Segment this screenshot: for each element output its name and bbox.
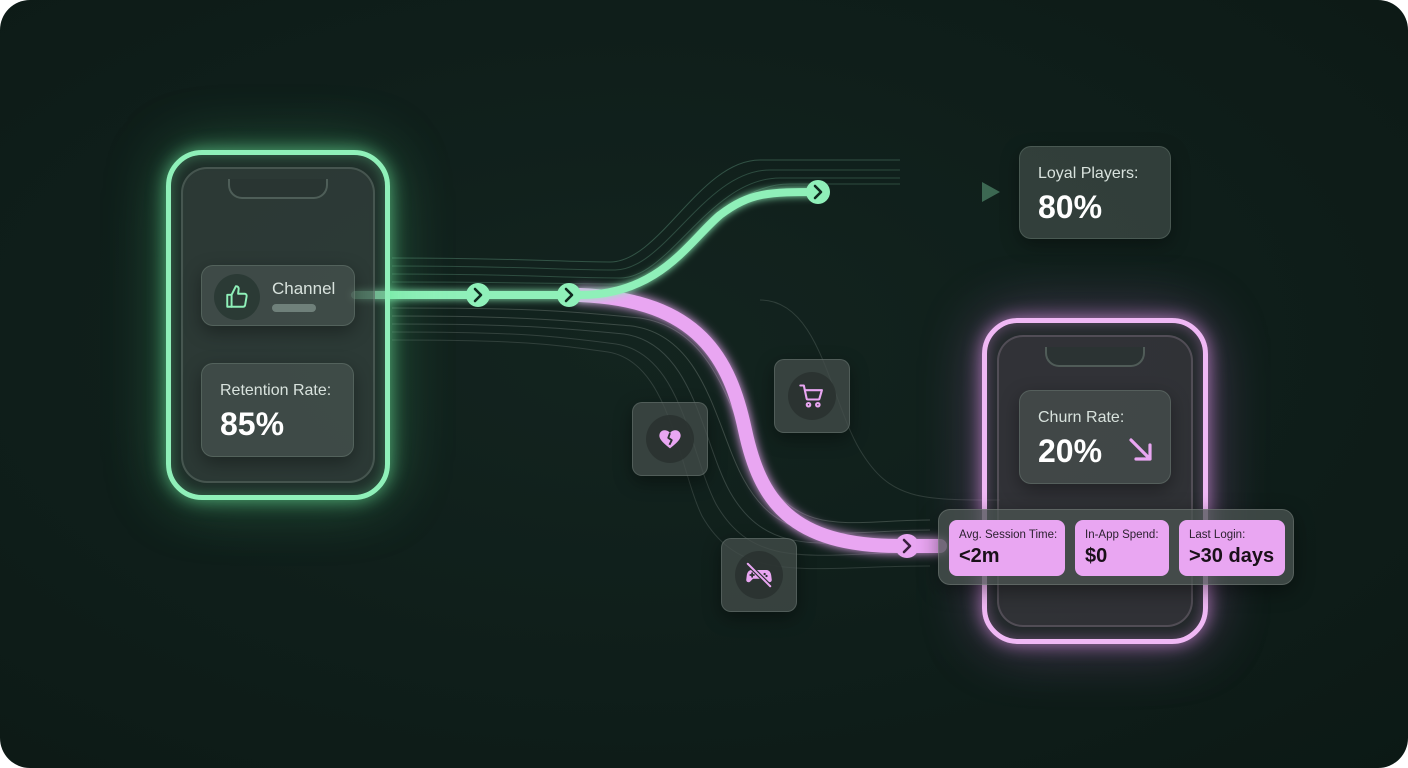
loyal-arrowhead bbox=[982, 182, 1000, 202]
shopping-cart-icon bbox=[788, 372, 836, 420]
chevron-node-1 bbox=[466, 283, 490, 307]
chevron-node-4 bbox=[895, 534, 919, 558]
broken-heart-tile bbox=[632, 402, 708, 476]
channel-label: Channel bbox=[272, 279, 336, 298]
chevron-node-3 bbox=[806, 180, 830, 204]
broken-heart-icon bbox=[646, 415, 694, 463]
churn-rate-label: Churn Rate: bbox=[1038, 409, 1125, 426]
loyal-flow-path bbox=[351, 188, 822, 299]
retention-rate-value: 85% bbox=[220, 406, 285, 442]
thumbs-up-icon bbox=[214, 274, 260, 320]
metric-value: >30 days bbox=[1189, 545, 1275, 567]
thin-flow-lines bbox=[391, 159, 1001, 570]
channel-card: Channel bbox=[201, 265, 355, 326]
retention-rate-label: Retention Rate: bbox=[220, 382, 332, 399]
metric-label: Last Login: bbox=[1189, 529, 1246, 541]
no-gamepad-tile bbox=[721, 538, 797, 612]
phone-notch bbox=[1045, 347, 1145, 367]
churn-metrics-panel: Avg. Session Time: <2m In-App Spend: $0 … bbox=[938, 509, 1294, 585]
churn-flow-path bbox=[573, 288, 947, 553]
metric-last-login: Last Login: >30 days bbox=[1179, 520, 1285, 576]
metric-value: <2m bbox=[959, 545, 1000, 567]
metric-label: In-App Spend: bbox=[1085, 529, 1159, 541]
loyal-players-label: Loyal Players: bbox=[1038, 165, 1139, 182]
no-gamepad-icon bbox=[735, 551, 783, 599]
retention-rate-card: Retention Rate: 85% bbox=[201, 363, 354, 457]
arrow-down-right-icon bbox=[1129, 438, 1152, 461]
channel-placeholder-bar bbox=[272, 304, 316, 312]
metric-label: Avg. Session Time: bbox=[959, 529, 1058, 541]
metric-value: $0 bbox=[1085, 545, 1108, 567]
churn-rate-value: 20% bbox=[1038, 433, 1103, 469]
loyal-players-card: Loyal Players: 80% bbox=[1019, 146, 1171, 239]
loyal-players-value: 80% bbox=[1038, 189, 1103, 225]
chevron-node-2 bbox=[557, 283, 581, 307]
shopping-cart-tile bbox=[774, 359, 850, 433]
churn-rate-card: Churn Rate: 20% bbox=[1019, 390, 1171, 484]
phone-notch bbox=[228, 179, 328, 199]
metric-in-app-spend: In-App Spend: $0 bbox=[1075, 520, 1169, 576]
metric-session-time: Avg. Session Time: <2m bbox=[949, 520, 1065, 576]
